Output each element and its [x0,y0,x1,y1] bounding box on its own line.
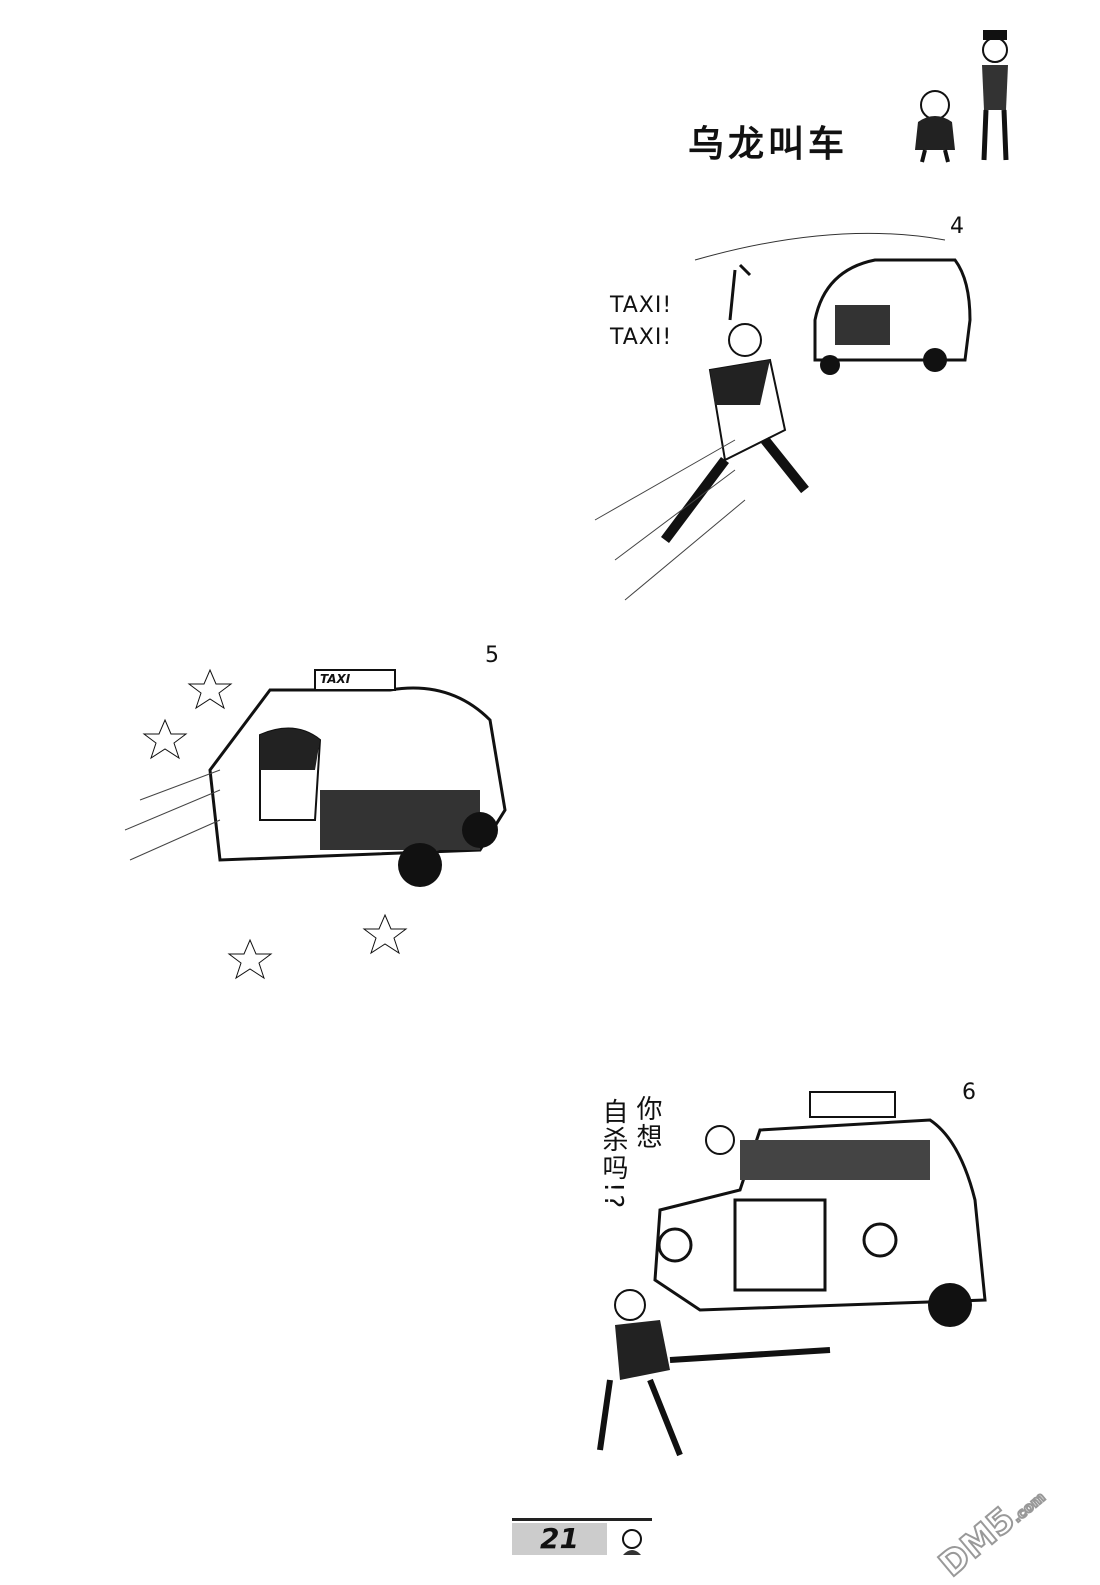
panel-5-illustration [124,668,507,980]
watermark-suffix: .com [1008,1489,1049,1528]
footer-character-icon [622,1529,642,1555]
header-characters-illustration [915,30,1009,163]
panel-number: 6 [962,1080,976,1105]
speech-text: TAXI! TAXI! [610,290,672,354]
page-footer: 21 [512,1518,652,1557]
panel-6-illustration [597,1091,987,1457]
comic-title: 乌龙叫车 [688,124,849,165]
panel-number: 4 [950,214,964,239]
speech-line: TAXI! [610,325,673,350]
speech-text: 你想 [632,1095,662,1151]
speech-text: 自杀吗!? [598,1098,628,1211]
taxi-sign: TAXI [320,672,351,686]
panel-4-illustration [594,232,972,601]
watermark-brand: DM5 [931,1498,1024,1585]
panel-number: 5 [485,643,499,668]
watermark-logo: DM5.com [931,1475,1052,1585]
speech-line: TAXI! [610,293,673,318]
page-number: 21 [512,1523,607,1555]
